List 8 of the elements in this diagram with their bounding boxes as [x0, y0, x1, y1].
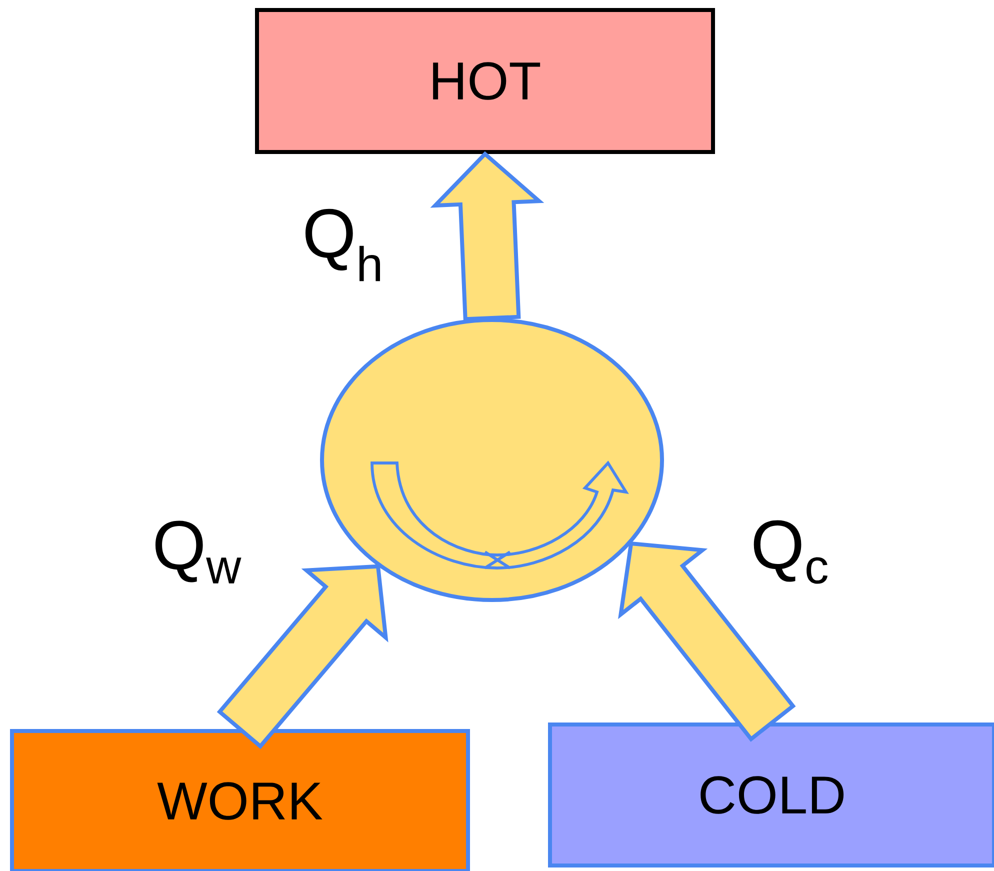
block-arrow: [430, 151, 544, 322]
box: HOT: [255, 8, 715, 154]
edge-label: Q$_{h}$: [306, 208, 380, 282]
edge-label: Q$_{w}$: [155, 520, 242, 584]
ellipse: [320, 318, 664, 602]
box: COLD: [548, 722, 994, 868]
edge-label: Q$_{c}$: [754, 520, 828, 584]
box: WORK: [10, 729, 470, 871]
